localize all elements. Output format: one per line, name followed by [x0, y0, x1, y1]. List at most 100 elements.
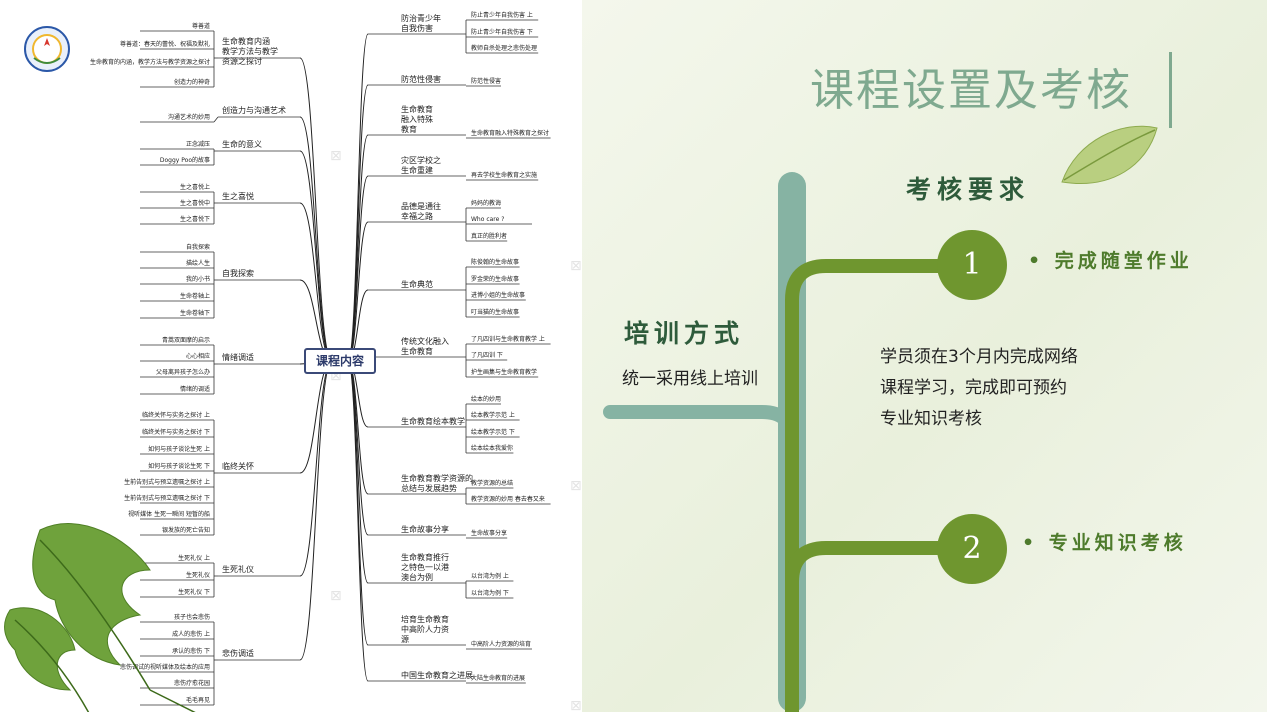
- association-logo: [22, 24, 72, 74]
- right-branch-label: 生命典范: [401, 280, 433, 289]
- leaf-label: 沟通艺术的妙用: [167, 114, 210, 121]
- mind-map-center: 课程内容: [304, 348, 376, 374]
- branch-connector: [299, 57, 333, 362]
- left-branch-label: 生死礼仪: [222, 565, 254, 574]
- leaf-label: 尊善道: [191, 23, 210, 30]
- leaf-label: 青蒿双面摩的启示: [161, 337, 210, 344]
- leaf-label: 父母离异孩子怎么办: [155, 369, 210, 376]
- step-1-label: • 完成随堂作业: [1028, 250, 1193, 272]
- leaf-label: 心心相应: [185, 353, 210, 360]
- page-title: 课程设置及考核: [810, 65, 1132, 116]
- leaf-label: 了凡四训与生命教育教学 上: [471, 336, 545, 343]
- leaf-label: 临终关怀与实务之探讨 上: [142, 412, 210, 419]
- leaf-label: 以台湾为例 上: [471, 573, 509, 580]
- watermark-mark: ⊠: [330, 368, 342, 384]
- left-branch-label: 生命的意义: [222, 140, 262, 149]
- right-branch-label: 灾区学校之 生命重建: [401, 156, 441, 175]
- leaf-label: 正念减压: [185, 141, 210, 148]
- decorative-leaf-image: [4, 523, 196, 712]
- leaf-label: 生之喜悦中: [179, 200, 210, 207]
- right-branch-label: 防治青少年 自我伤害: [401, 14, 441, 33]
- leaf-label: 教学资源的总结: [471, 480, 514, 487]
- leaf-label: 悲伤调试的视听媒体及绘本的应用: [119, 664, 210, 671]
- leaf-label: 生命故事分享: [471, 530, 508, 537]
- leaf-label: 了凡四训 下: [471, 352, 503, 359]
- title-divider: [1169, 52, 1172, 128]
- leaf-label: 临终关怀与实务之探讨 下: [142, 429, 210, 436]
- leaf-label: 自我探索: [185, 244, 210, 251]
- leaf-label: Who care ?: [471, 216, 505, 223]
- branch-connector: [347, 360, 369, 682]
- leaf-label: 再去学校生命教育之实施: [471, 172, 538, 179]
- leaf-label: 成人的悲伤 上: [172, 631, 210, 638]
- leaf-label: 生命教育融入特殊教育之探讨: [471, 130, 550, 137]
- watermark-mark: ⊠: [570, 698, 582, 712]
- leaf-label: 绘本绘本我爱你: [471, 445, 514, 452]
- branch-connector: [299, 360, 333, 661]
- right-branch-label: 中国生命教育之进展: [401, 671, 473, 680]
- leaf-label: 大陆生命教育的进展: [471, 675, 526, 682]
- right-branch-label: 生命教育 融入特殊 教育: [401, 105, 433, 134]
- assessment-heading: 考核要求: [906, 175, 1031, 204]
- step-1-badge: 1: [937, 230, 1007, 300]
- right-branch-label: 生命故事分享: [401, 525, 449, 534]
- left-branch-label: 悲伤调适: [222, 649, 254, 658]
- leaf-label: 绘本教学示范 上: [471, 412, 515, 419]
- right-branch-label: 传统文化融入 生命教育: [401, 337, 449, 356]
- leaf-label: 生前告别式与预立遗嘱之探讨 上: [124, 479, 210, 486]
- leaf-label: 我的小书: [185, 276, 210, 283]
- leaf-label: 陈俊翰的生命故事: [471, 259, 520, 266]
- leaf-label: 罗金荣的生命故事: [471, 276, 520, 283]
- leaf-label: 绘本教学示范 下: [471, 429, 515, 436]
- leaf-label: 护生画集与生命教育教学: [471, 369, 538, 376]
- watermark-mark: ⊠: [570, 478, 582, 494]
- leaf-label: 尊善道：春天的蕾悦、祝福及默礼: [119, 41, 210, 48]
- leaf-label: 生死礼仪 上: [178, 555, 210, 562]
- leaf-label: 防止青少年自我伤害 上: [471, 12, 533, 19]
- right-branch-label: 生命教育推行 之特色一以港 澳台为例: [401, 553, 449, 582]
- training-text: 统一采用线上培训: [622, 369, 758, 389]
- leaf-label: 银发族的死亡告知: [161, 527, 210, 534]
- leaf-label: 孩子也会悲伤: [173, 614, 210, 621]
- mind-map-labels: 生命教育内涵 教学方法与教学 资源之探讨 尊善道尊善道：春天的蕾悦、祝福及默礼生命…: [0, 0, 582, 712]
- leaf-label: Doggy Poo的故事: [159, 157, 210, 164]
- leaf-label: 生之喜悦上: [179, 184, 210, 191]
- watermark-mark: ⊠: [330, 148, 342, 164]
- leaf-label: 防范性侵害: [471, 78, 502, 85]
- watermark-mark: ⊠: [330, 588, 342, 604]
- left-branch-label: 生命教育内涵 教学方法与教学 资源之探讨: [222, 37, 278, 66]
- leaf-label: 创造力的神奇: [173, 79, 210, 86]
- right-branch-label: 生命教育绘本教学: [401, 417, 465, 426]
- leaf-label: 防止青少年自我伤害 下: [471, 29, 533, 36]
- leaf-label: 教学资源的妙用 春去春又来: [471, 496, 545, 503]
- leaf-label: 视听媒体 生死一瞬间 短暂的船: [128, 511, 210, 518]
- leaf-icon: [1061, 125, 1158, 184]
- right-branch-label: 培育生命教育 中高阶人力资 源: [401, 615, 449, 644]
- leaf-label: 悲伤疗愈花园: [173, 680, 210, 687]
- training-heading: 培训方式: [624, 319, 745, 348]
- leaf-label: 生命卷轴上: [179, 293, 210, 300]
- leaf-label: 绘本的妙用: [471, 396, 502, 403]
- leaf-label: 教师自杀处理之悲伤处理: [471, 45, 538, 52]
- leaf-label: 生死礼仪: [185, 572, 210, 579]
- left-branch-label: 临终关怀: [222, 462, 254, 471]
- leaf-label: 生命卷轴下: [179, 310, 210, 317]
- leaf-label: 描绘人生: [185, 260, 210, 267]
- course-settings-panel: 课程设置及考核 考核要求 1 • 完成随堂作业 2 • 专业知识考核 培训方式 …: [582, 0, 1267, 712]
- left-branch-label: 自我探索: [222, 269, 254, 278]
- watermark-mark: ⊠: [570, 258, 582, 274]
- leaf-label: 中高阶人力资源的培育: [471, 641, 532, 648]
- right-branch-label: 生命教育教学资源的 总结与发展趋势: [401, 474, 473, 493]
- leaf-label: 情绪的调适: [179, 386, 210, 393]
- leaf-label: 生命教育的内涵，教学方法与教学资源之探讨: [89, 59, 210, 66]
- leaf-label: 叮当猫的生命故事: [471, 309, 520, 316]
- connector-line: [213, 116, 219, 123]
- leaf-label: 妈妈的教诲: [471, 200, 502, 207]
- leaf-label: 生前告别式与预立遗嘱之探讨 下: [124, 495, 210, 502]
- leaf-label: 以台湾为例 下: [471, 590, 509, 597]
- leaf-label: 生之喜悦下: [179, 216, 210, 223]
- right-branch-label: 品德是通往 幸福之路: [401, 202, 441, 221]
- step-2-label: • 专业知识考核: [1022, 532, 1187, 554]
- leaf-label: 承认的悲伤 下: [172, 648, 210, 655]
